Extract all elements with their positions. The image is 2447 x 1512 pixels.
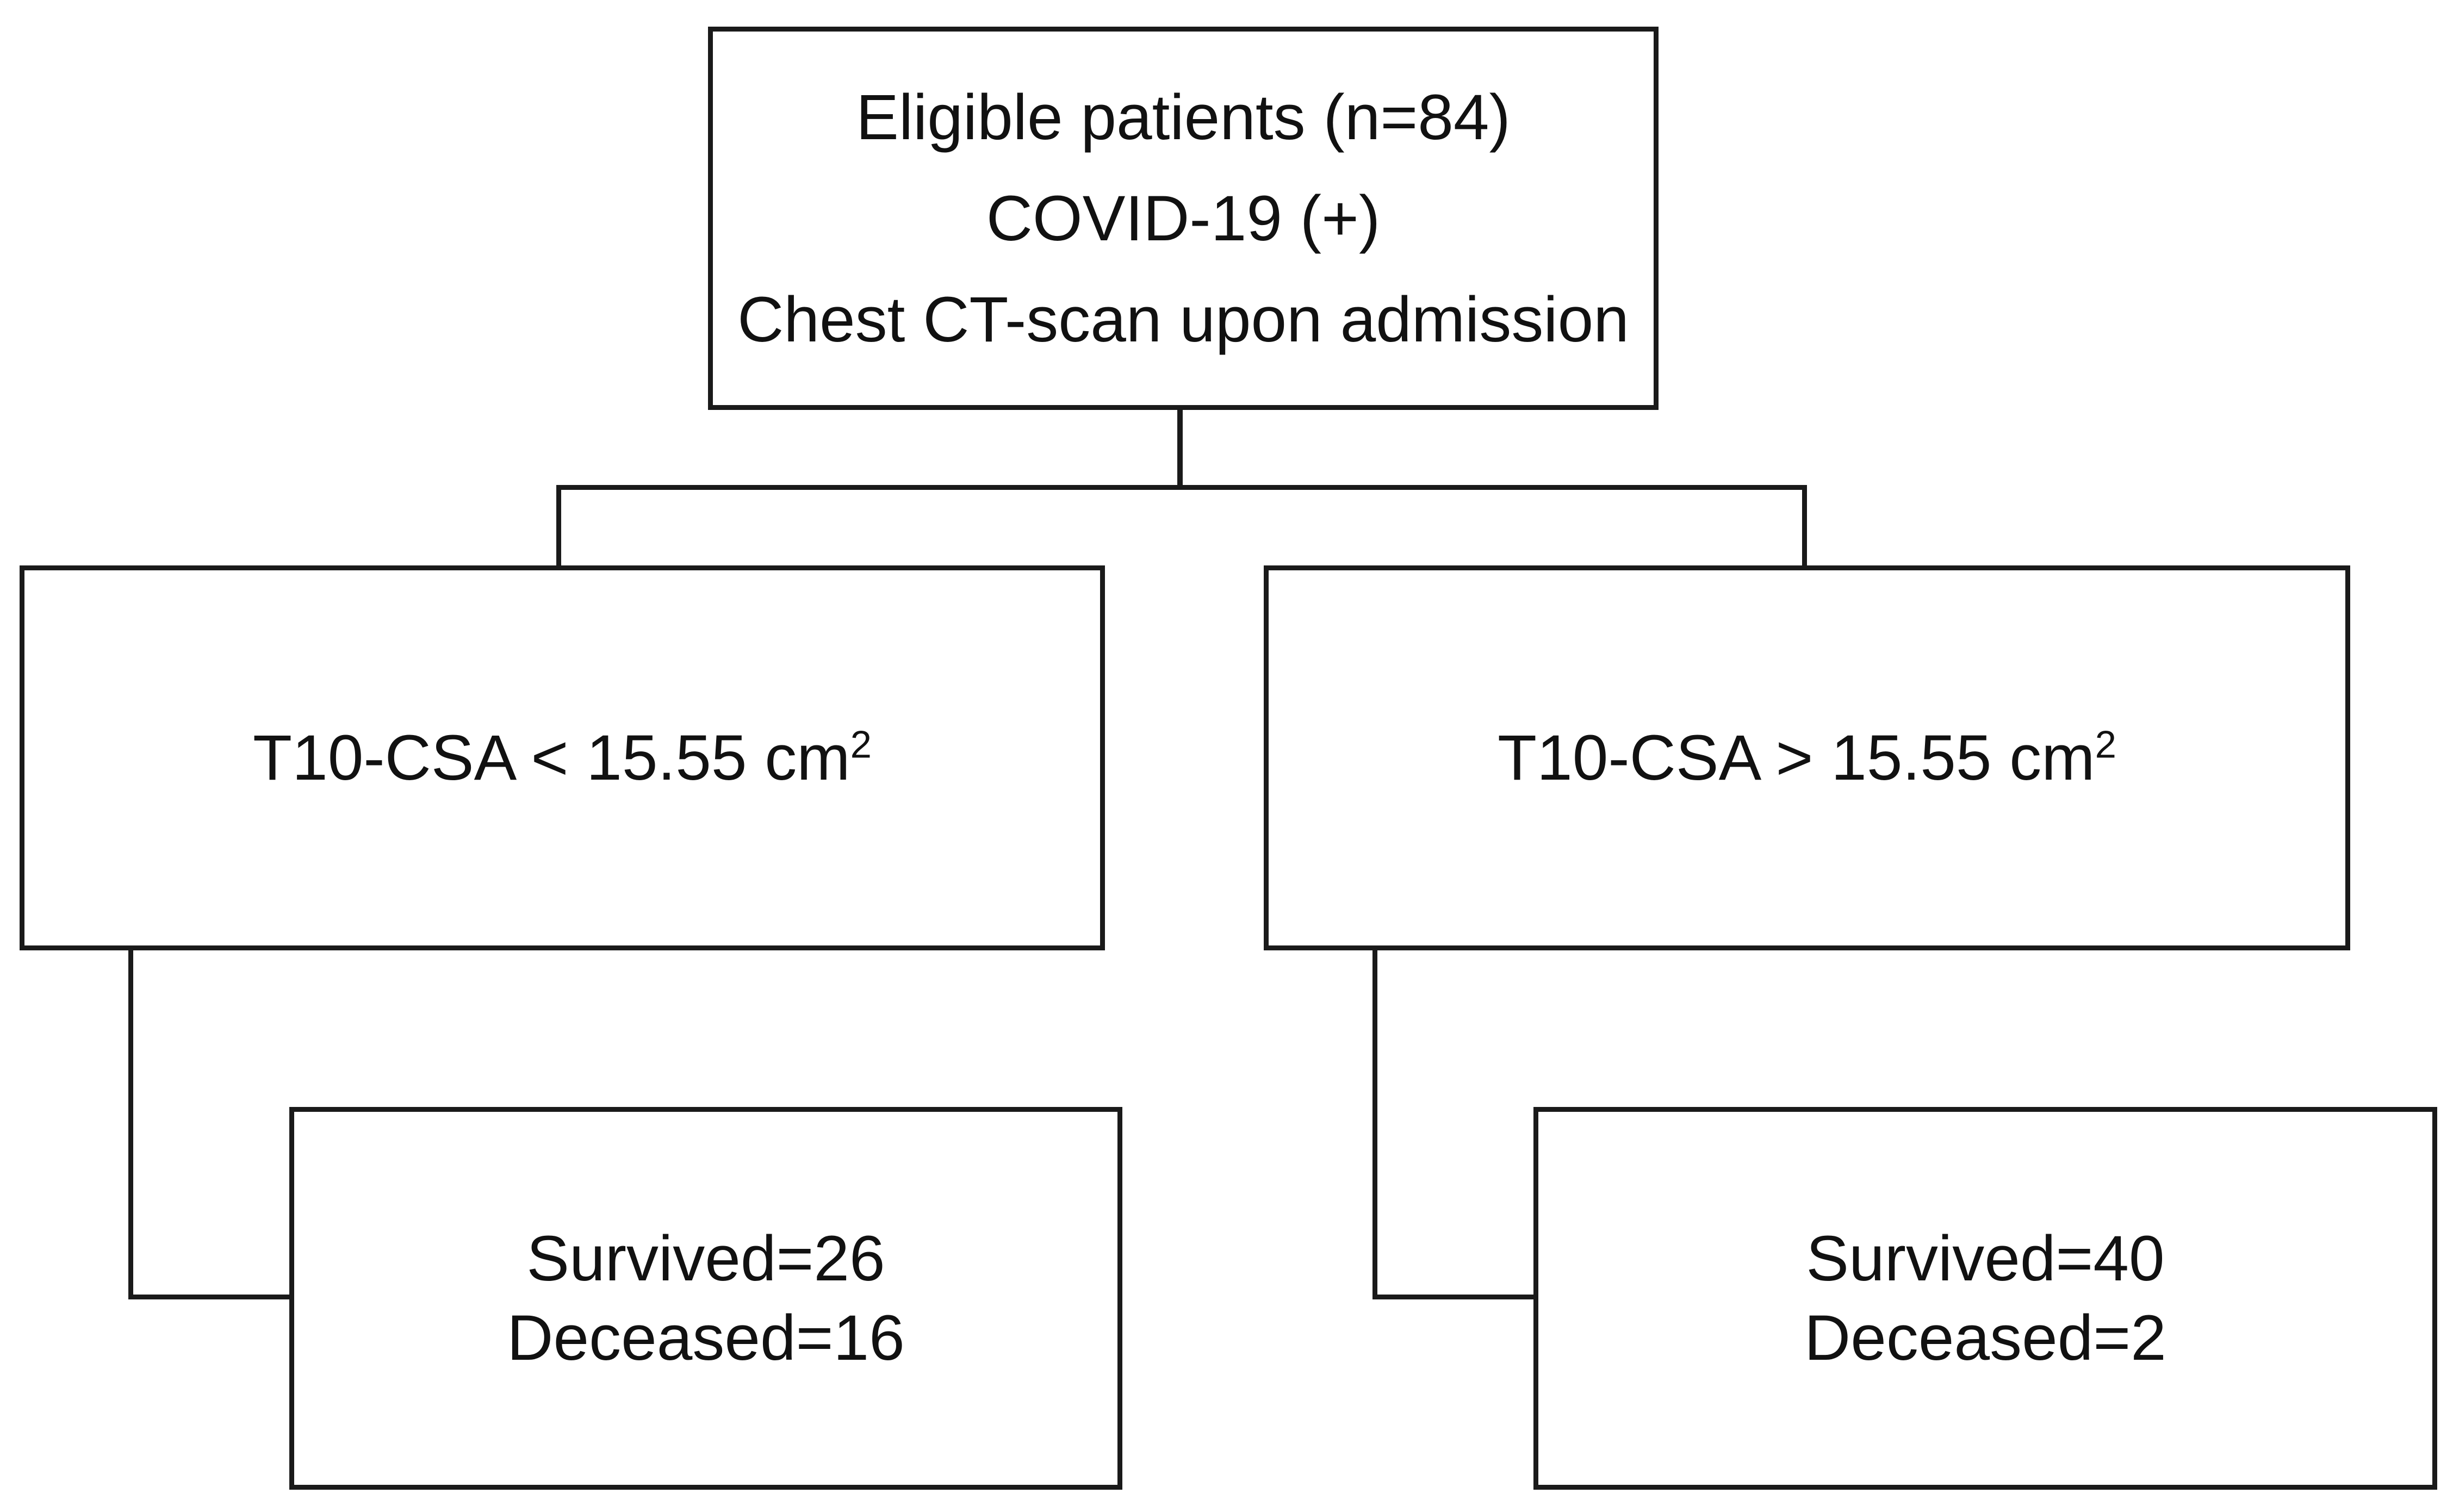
group-label-low-csa: T10-CSA < 15.55 cm2 [253,722,872,794]
survived-count-high-csa: Survived=40 [1806,1223,2165,1295]
connector-left-elbow-horizontal [128,1295,291,1299]
eligible-patients-box: Eligible patients (n=84) COVID-19 (+) Ch… [708,27,1659,410]
group-box-high-csa: T10-CSA > 15.55 cm2 [1264,565,2350,950]
connector-right-elbow-horizontal [1372,1295,1536,1299]
ct-scan-text: Chest CT-scan upon admission [737,283,1629,356]
unit-superscript: 2 [850,723,872,767]
group-label-high-csa: T10-CSA > 15.55 cm2 [1498,722,2116,794]
unit-superscript: 2 [2095,723,2116,767]
connector-right-elbow-vertical [1372,946,1377,1299]
connector-horizontal-split [556,485,1807,490]
connector-right-drop [1802,485,1807,567]
deceased-count-low-csa: Deceased=16 [507,1302,905,1374]
group-box-low-csa: T10-CSA < 15.55 cm2 [20,565,1105,950]
deceased-count-high-csa: Deceased=2 [1804,1302,2166,1374]
covid-status-text: COVID-19 (+) [986,182,1381,254]
connector-left-drop [556,485,561,567]
survived-count-low-csa: Survived=26 [526,1223,885,1295]
connector-left-elbow-vertical [128,946,133,1299]
eligible-patients-text: Eligible patients (n=84) [856,81,1511,153]
connector-root-stem [1177,408,1183,489]
outcome-box-low-csa: Survived=26 Deceased=16 [289,1107,1122,1490]
outcome-box-high-csa: Survived=40 Deceased=2 [1533,1107,2437,1490]
